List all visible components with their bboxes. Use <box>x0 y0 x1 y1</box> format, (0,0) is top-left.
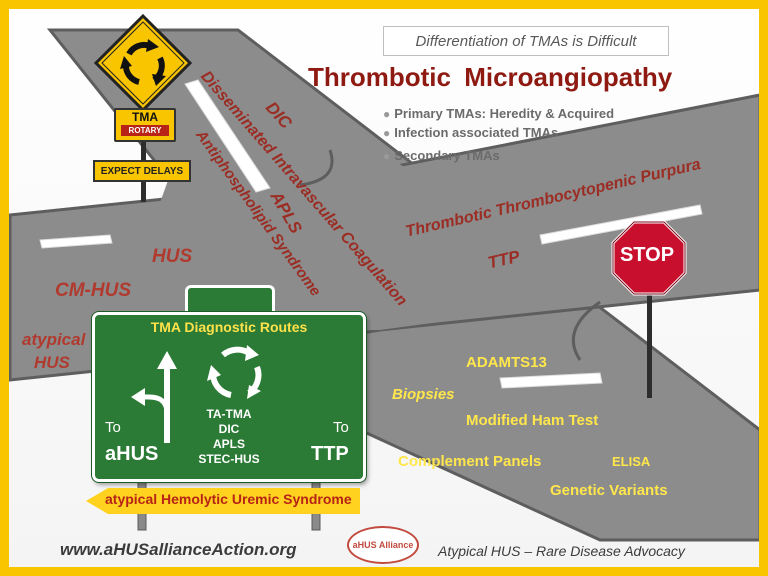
bullet-item: ●Primary TMAs: Heredity & Acquired <box>383 106 615 121</box>
guide-sign-title: TMA Diagnostic Routes <box>150 319 308 335</box>
lane-markings <box>39 79 703 389</box>
bullet-dot-icon: ● <box>383 126 391 140</box>
stop-label: STOP <box>619 244 675 266</box>
guide-sign: TMA Diagnostic Routes TA-TMA DIC APLS <box>92 312 366 482</box>
footer-url: www.aHUSallianceAction.org <box>60 540 297 559</box>
arrow-banner-text: atypical Hemolytic Uremic Syndrome <box>105 491 352 507</box>
subtitle-box: Differentiation of TMAs is Difficult <box>383 26 669 56</box>
rotary-line1: TMA <box>132 110 158 124</box>
bullet-dot-icon: ● <box>383 149 391 163</box>
right-destination: TTP <box>311 443 349 465</box>
test-adamts13: ADAMTS13 <box>466 354 547 371</box>
left-destination: aHUS <box>105 443 159 465</box>
right-to: To <box>333 419 349 436</box>
test-elisa: ELISA <box>612 454 651 469</box>
term-hus: HUS <box>152 246 193 267</box>
test-ham: Modified Ham Test <box>466 412 599 429</box>
term-cm-hus: CM-HUS <box>55 280 131 301</box>
bullet-dot-icon: ● <box>383 107 391 121</box>
bullet-item: ●Secondary TMAs <box>383 148 500 163</box>
page-title: Thrombotic Microangiopathy <box>308 62 673 92</box>
branch-arrow-icon <box>131 351 177 443</box>
footer-tagline: Atypical HUS – Rare Disease Advocacy <box>438 543 685 559</box>
route-list: TA-TMA DIC APLS STEC-HUS <box>198 407 260 466</box>
bullet-item: ●Infection associated TMAs <box>383 125 559 140</box>
left-to: To <box>105 419 121 436</box>
term-atypical-hus: HUS <box>34 353 70 372</box>
stop-post <box>647 290 652 398</box>
expect-delays-sign: EXPECT DELAYS <box>93 160 191 182</box>
rotary-line2: ROTARY <box>121 125 169 136</box>
arrow-banner-sign <box>86 488 360 514</box>
term-atypical: atypical <box>22 330 86 349</box>
rotary-plate: TMA ROTARY <box>114 108 176 142</box>
test-biopsies: Biopsies <box>392 386 455 403</box>
test-complement: Complement Panels <box>398 453 542 470</box>
test-genetic: Genetic Variants <box>550 482 668 499</box>
alliance-logo: aHUS Alliance <box>347 526 419 564</box>
guide-sign-tab <box>185 285 275 315</box>
roundabout-icon <box>207 345 262 399</box>
